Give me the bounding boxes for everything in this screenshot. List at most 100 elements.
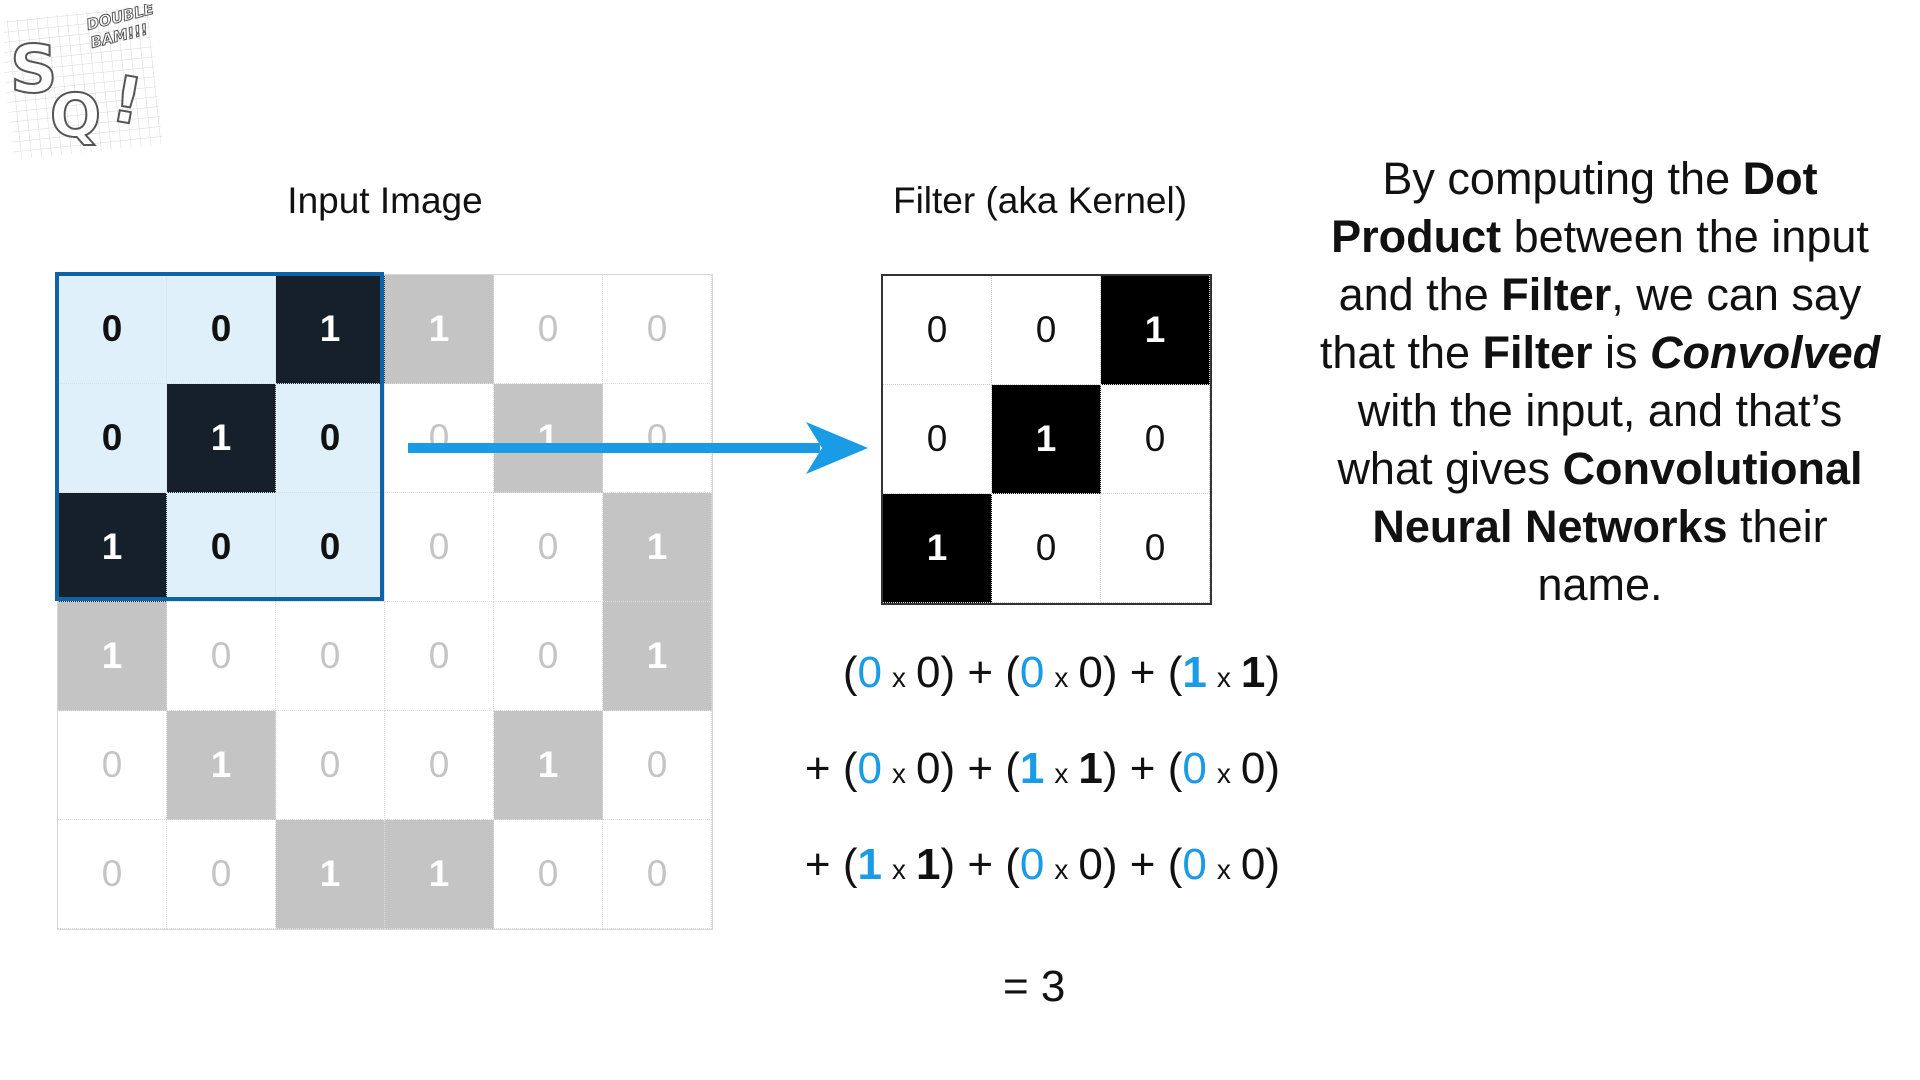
input-cell: 1 — [385, 820, 494, 929]
explanation-segment: , we can say that the — [1319, 269, 1862, 378]
input-cell: 0 — [385, 493, 494, 602]
filter-value: 1 — [1240, 648, 1266, 697]
input-cell: 0 — [167, 275, 276, 384]
filter-value: 0 — [915, 744, 941, 793]
input-cell: 1 — [603, 493, 712, 602]
times-sign: x — [1216, 854, 1231, 885]
input-cell: 1 — [276, 275, 385, 384]
input-cell: 1 — [167, 384, 276, 493]
svg-text:Q: Q — [50, 81, 101, 151]
input-cell: 0 — [58, 384, 167, 493]
input-cell: 0 — [167, 493, 276, 602]
input-value: 1 — [1019, 744, 1045, 793]
times-sign: x — [891, 854, 906, 885]
filter-value: 0 — [1240, 840, 1266, 889]
input-cell: 0 — [276, 384, 385, 493]
filter-value: 0 — [1078, 840, 1103, 889]
emphasized-term: Dot Product — [1331, 153, 1818, 262]
filter-cell: 0 — [1101, 385, 1210, 494]
times-sign: x — [891, 662, 906, 693]
explanation-segment: with the input, and that’s what gives — [1337, 385, 1843, 494]
emphasized-term: Filter — [1501, 269, 1612, 320]
plus-sign: + — [967, 840, 994, 889]
input-cell: 1 — [603, 602, 712, 711]
filter-cell: 1 — [992, 385, 1101, 494]
emphasized-term: Filter — [1482, 327, 1593, 378]
filter-cell: 0 — [992, 494, 1101, 603]
dot-product-result: = 3 — [1003, 962, 1066, 1011]
explanation-segment: By computing the — [1382, 153, 1743, 204]
input-cell: 0 — [494, 493, 603, 602]
input-cell: 1 — [385, 275, 494, 384]
input-value: 0 — [1019, 648, 1045, 697]
explanation-segment: their name. — [1537, 501, 1828, 610]
filter-value: 0 — [915, 648, 941, 697]
input-cell: 0 — [494, 275, 603, 384]
filter-value: 0 — [1078, 648, 1103, 697]
explanation-segment: is — [1592, 327, 1651, 378]
input-value: 0 — [1182, 840, 1207, 889]
input-cell: 0 — [494, 820, 603, 929]
filter-cell: 1 — [883, 494, 992, 603]
input-cell: 0 — [385, 711, 494, 820]
times-sign: x — [1054, 758, 1069, 789]
input-value: 0 — [1182, 744, 1207, 793]
filter-cell: 0 — [883, 385, 992, 494]
times-sign: x — [1216, 662, 1231, 693]
input-cell: 1 — [58, 493, 167, 602]
times-sign: x — [891, 758, 906, 789]
input-value: 0 — [1019, 840, 1045, 889]
input-cell: 0 — [603, 275, 712, 384]
filter-cell: 0 — [1101, 494, 1210, 603]
statquest-logo: DOUBLE BAM!!! S Q ! — [4, 4, 163, 160]
plus-sign: + — [967, 744, 994, 793]
plus-sign: + — [804, 744, 831, 793]
filter-value: 1 — [915, 840, 941, 889]
input-cell: 0 — [603, 384, 712, 493]
input-cell: 0 — [58, 711, 167, 820]
input-value: 1 — [857, 840, 882, 889]
plus-sign: + — [967, 648, 994, 697]
input-cell: 0 — [385, 602, 494, 711]
filter-value: 0 — [1240, 744, 1266, 793]
plus-sign: + — [804, 840, 831, 889]
times-sign: x — [1054, 662, 1069, 693]
filter-title: Filter (aka Kernel) — [892, 180, 1188, 221]
filter-cell: 0 — [992, 276, 1101, 385]
input-cell: 1 — [167, 711, 276, 820]
plus-sign: + — [1129, 648, 1156, 697]
times-sign: x — [1054, 854, 1069, 885]
input-value: 0 — [857, 744, 882, 793]
input-cell: 0 — [276, 602, 385, 711]
explanation-text: By computing the Dot Product between the… — [1310, 150, 1890, 614]
input-cell: 0 — [58, 820, 167, 929]
plus-sign: + — [1129, 840, 1156, 889]
input-cell: 0 — [58, 275, 167, 384]
input-value: 1 — [1182, 648, 1207, 697]
filter-cell: 1 — [1101, 276, 1210, 385]
input-cell: 0 — [603, 820, 712, 929]
input-cell: 0 — [276, 711, 385, 820]
times-sign: x — [1216, 758, 1231, 789]
input-cell: 1 — [58, 602, 167, 711]
input-cell: 0 — [167, 602, 276, 711]
explanation-segment: between the input and the — [1338, 211, 1869, 320]
input-cell: 1 — [494, 384, 603, 493]
input-cell: 1 — [276, 820, 385, 929]
svg-text:S: S — [10, 31, 58, 108]
right-arrow-icon — [408, 422, 868, 474]
